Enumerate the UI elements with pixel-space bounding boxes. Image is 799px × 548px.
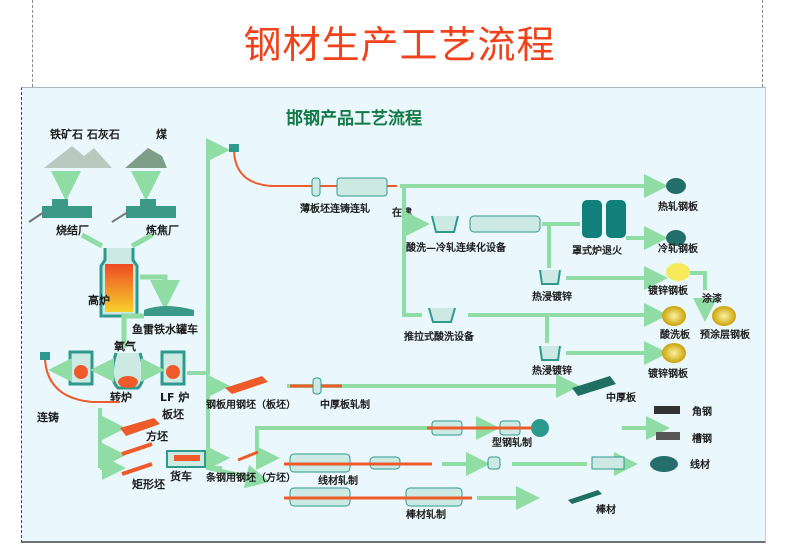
page-title: 钢材生产工艺流程 [243,23,556,67]
channel-steel-icon [656,432,680,440]
blast-furnace-icon [99,248,139,318]
label-hot-dip-2: 热浸镀锌 [532,364,572,377]
diagram-heading: 邯钢产品工艺流程 [286,108,422,129]
label-bar-mill: 棒材轧制 [406,508,446,521]
truck-icon [166,450,206,468]
wire-mill-icon [284,453,625,473]
converter-icon [111,352,145,390]
product-galvanized: 镀锌钢板 [648,284,689,297]
thin-slab-caster-icon [229,144,397,197]
label-hot-dip: 热浸镀锌 [532,290,572,303]
label-caster: 连铸 [37,410,59,424]
bar-product-icon [568,490,602,504]
galvanized-coil-2-icon [662,343,686,363]
hot-dip-tank-icon [539,269,561,285]
billet-icon [121,442,153,456]
product-wire: 线材 [690,458,710,471]
product-plate: 中厚板 [606,391,637,404]
hot-rolled-coil-icon [666,178,686,194]
label-batch-annealing: 罩式炉退火 [572,244,623,257]
label-coal: 煤 [156,127,168,141]
guide-left [32,0,33,87]
hot-dip-tank-2-icon [539,345,561,361]
pickled-coil-icon [662,306,686,326]
label-painting: 涂漆 [702,292,722,305]
angle-steel-icon [654,406,680,414]
product-pickled: 酸洗板 [660,328,691,341]
label-coke: 炼焦厂 [146,223,179,237]
plate-slab-icon [225,376,268,394]
label-slab: 板坯 [162,407,184,421]
plate-product-icon [572,376,616,396]
push-pull-pickling-icon [428,307,456,323]
slab-icon [120,418,160,436]
label-section-mill: 型钢轧制 [492,436,532,449]
galvanized-coil-icon [666,263,690,281]
label-push-pull: 推拉式酸洗设备 [404,330,475,343]
label-plate-slab: 钢板用钢坯（板坯） [206,398,296,411]
caster-icon [40,352,120,403]
torpedo-car-icon [144,306,194,316]
label-thin-slab: 薄板坯连铸连轧 [300,202,370,215]
label-truck: 货车 [169,469,192,483]
guide-right [762,0,763,87]
wire-coil-icon [650,456,678,472]
label-torpedo-car: 鱼雷铁水罐车 [132,322,198,336]
long-billet-icon [237,450,259,462]
label-plate-mill: 中厚板轧制 [320,398,370,411]
bar-mill-icon [284,487,472,507]
label-sinter: 烧结厂 [56,223,89,237]
flow-diagram: 邯钢产品工艺流程 铁矿石 石灰石 煤 烧结厂 炼焦厂 高炉 鱼雷铁水罐车 氧气 … [28,108,751,521]
ore-pile-icon [44,146,112,168]
product-hot-rolled: 热轧钢板 [658,200,699,213]
coal-pile-icon [125,148,167,168]
plate-mill-stand-icon [312,377,322,395]
product-bar: 棒材 [596,503,616,516]
product-cold-rolled: 冷轧钢板 [658,242,699,255]
batch-annealing-icon [582,200,626,238]
pickling-cold-mill-icon [431,215,541,233]
label-long-billet: 条钢用钢坯（方坯） [205,471,296,484]
label-oxygen: 氧气 [113,339,136,353]
label-billet: 方坯 [146,429,168,443]
precoated-coil-icon [712,306,736,326]
product-channel: 槽钢 [692,432,712,445]
section-mill-icon [427,419,549,437]
label-wire-mill: 线材轧制 [318,474,358,487]
product-angle: 角钢 [692,405,712,418]
product-galvanized-2: 镀锌钢板 [648,367,689,380]
rect-billet-icon [121,462,153,476]
diagram-panel: 邯钢产品工艺流程 铁矿石 石灰石 煤 烧结厂 炼焦厂 高炉 鱼雷铁水罐车 氧气 … [21,87,766,543]
product-precoated: 预涂层钢板 [700,328,751,341]
label-ore: 铁矿石 石灰石 [50,127,120,141]
label-lf-furnace: LF 炉 [160,390,189,404]
coke-plant-icon [111,199,176,223]
label-converter: 转炉 [110,390,132,404]
cold-rolled-coil-icon [666,230,686,246]
sinter-plant-icon [28,199,92,223]
ladle-icon [68,350,94,386]
label-pickling-cold: 酸洗—冷轧连续化设备 [406,241,507,254]
label-blast-furnace: 高炉 [88,293,110,307]
lf-furnace-icon [160,350,186,386]
label-rect-billet: 矩形坯 [132,477,165,491]
